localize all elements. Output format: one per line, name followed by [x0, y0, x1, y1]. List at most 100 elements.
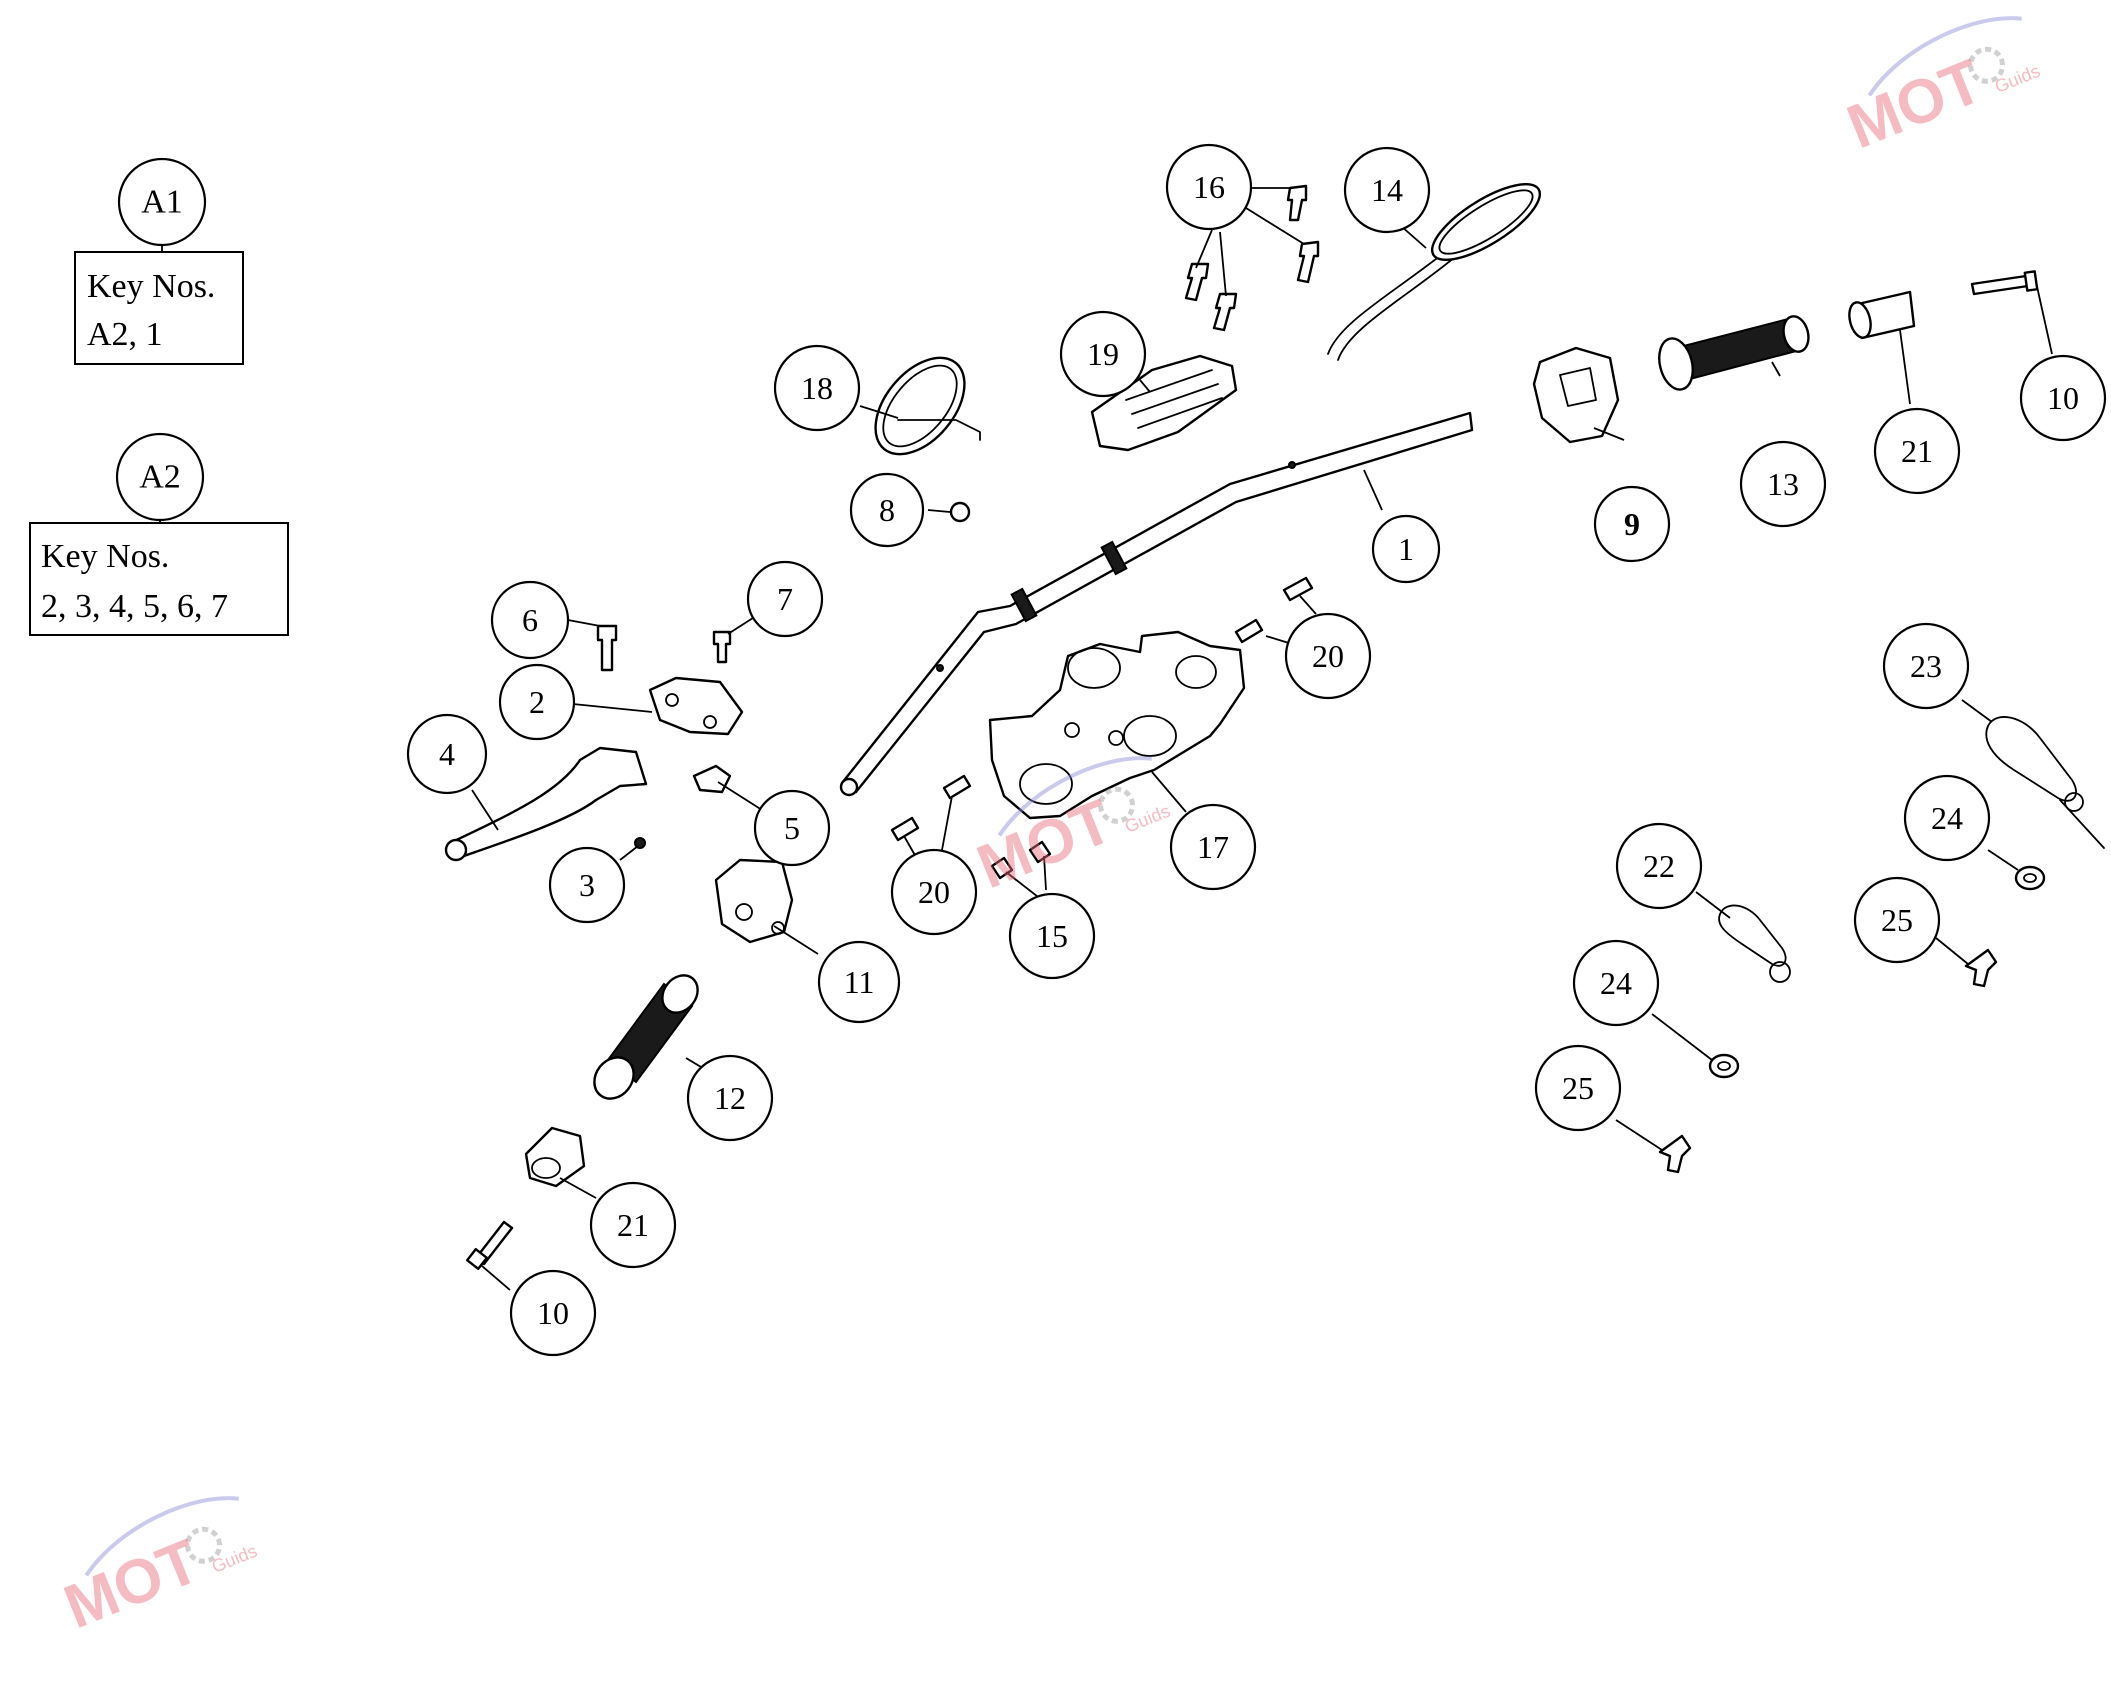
- callout-10-lower: 10: [509, 1269, 597, 1357]
- svg-text:3: 3: [579, 867, 595, 903]
- callout-25-upper: 25: [1853, 876, 1941, 964]
- svg-text:17: 17: [1197, 829, 1229, 865]
- part-switch-5: [692, 764, 732, 794]
- callout-a1: A1: [117, 157, 207, 247]
- callout-16: 16: [1165, 143, 1253, 231]
- callout-a2: A2: [115, 432, 205, 522]
- svg-text:18: 18: [801, 370, 833, 406]
- part-washer-24-upper: [2014, 865, 2046, 891]
- callout-4: 4: [406, 713, 488, 795]
- svg-text:24: 24: [1931, 800, 1963, 836]
- part-screw-7: [712, 630, 732, 664]
- svg-text:11: 11: [844, 964, 875, 1000]
- svg-text:15: 15: [1036, 918, 1068, 954]
- part-triple-clamp-17: [988, 630, 1246, 820]
- callout-2: 2: [498, 663, 576, 741]
- part-nut-8: [949, 501, 971, 523]
- svg-text:14: 14: [1371, 172, 1403, 208]
- part-bar-end-21-upper: [1848, 290, 1916, 340]
- part-bolt-10-lower: [465, 1220, 514, 1271]
- callout-12: 12: [686, 1054, 774, 1142]
- callout-5: 5: [753, 789, 831, 867]
- svg-text:7: 7: [777, 581, 793, 617]
- svg-text:Guids: Guids: [1992, 61, 2043, 97]
- part-washer-24-lower: [1708, 1053, 1740, 1079]
- svg-text:22: 22: [1643, 848, 1675, 884]
- svg-text:5: 5: [784, 810, 800, 846]
- svg-text:6: 6: [522, 602, 538, 638]
- callout-7: 7: [746, 560, 824, 638]
- callout-19: 19: [1059, 310, 1147, 398]
- callout-1: 1: [1371, 514, 1441, 584]
- svg-text:1: 1: [1398, 531, 1414, 567]
- svg-text:25: 25: [1881, 902, 1913, 938]
- svg-text:MOT: MOT: [1838, 47, 1992, 163]
- part-mirror-14: [1327, 183, 1542, 361]
- svg-text:16: 16: [1193, 169, 1225, 205]
- callout-24-lower: 24: [1572, 939, 1660, 1027]
- callout-20-lower: 20: [890, 848, 978, 936]
- svg-text:2: 2: [529, 684, 545, 720]
- part-bolts-20-upper: [1234, 576, 1314, 644]
- part-bolt-6: [596, 624, 618, 672]
- svg-text:A1: A1: [141, 184, 183, 221]
- part-lever-4: [444, 746, 648, 862]
- callout-22: 22: [1615, 822, 1703, 910]
- part-bolt-25-lower: [1658, 1134, 1692, 1174]
- svg-text:9: 9: [1624, 506, 1640, 542]
- svg-text:MOT: MOT: [55, 1527, 209, 1643]
- svg-text:21: 21: [617, 1207, 649, 1243]
- key-box-a1-title: Key Nos.: [87, 268, 215, 305]
- leader-lines: [471, 187, 2053, 1291]
- svg-text:4: 4: [439, 736, 455, 772]
- callout-18: 18: [773, 344, 861, 432]
- watermark-logo-bottom-left: MOT Guids: [55, 1496, 260, 1643]
- svg-text:23: 23: [1910, 648, 1942, 684]
- part-hook-22: [1718, 904, 1791, 983]
- callout-23: 23: [1882, 622, 1970, 710]
- key-box-a2-title: Key Nos.: [41, 538, 169, 575]
- svg-text:Guids: Guids: [1122, 801, 1173, 837]
- part-grip-13: [1658, 315, 1810, 391]
- callout-11: 11: [817, 940, 901, 1024]
- part-hook-23: [1985, 716, 2105, 849]
- part-handlebar: [839, 411, 1474, 797]
- part-mirror-18: [874, 356, 981, 456]
- svg-text:25: 25: [1562, 1070, 1594, 1106]
- key-box-a1: A1 Key Nos. A2, 1: [74, 157, 244, 365]
- svg-text:20: 20: [1312, 638, 1344, 674]
- key-box-a2: A2 Key Nos. 2, 3, 4, 5, 6, 7: [29, 432, 289, 636]
- callout-20-upper: 20: [1284, 612, 1372, 700]
- callout-21-lower: 21: [589, 1181, 677, 1269]
- svg-text:8: 8: [879, 492, 895, 528]
- callout-21-upper: 21: [1873, 407, 1961, 495]
- watermark-logo-top-right: MOT Guids: [1838, 16, 2043, 163]
- callout-25-lower: 25: [1534, 1044, 1622, 1132]
- key-box-a1-items: A2, 1: [87, 316, 163, 353]
- callout-24-upper: 24: [1903, 774, 1991, 862]
- svg-text:13: 13: [1767, 466, 1799, 502]
- svg-text:24: 24: [1600, 965, 1632, 1001]
- callout-9: 9: [1593, 485, 1671, 563]
- callout-17: 17: [1169, 803, 1257, 891]
- part-bolts-16: [1184, 184, 1320, 332]
- part-bolts-20-lower: [890, 774, 972, 842]
- callout-6: 6: [490, 580, 570, 660]
- callout-8: 8: [849, 472, 925, 548]
- svg-text:21: 21: [1901, 433, 1933, 469]
- part-bolt-25-upper: [1964, 948, 1998, 988]
- callout-10-upper: 10: [2019, 354, 2107, 442]
- part-switch-housing-9: [1532, 346, 1620, 444]
- callout-14: 14: [1343, 146, 1431, 234]
- callout-3: 3: [548, 846, 626, 924]
- callout-13: 13: [1739, 440, 1827, 528]
- svg-text:20: 20: [918, 874, 950, 910]
- svg-text:A2: A2: [139, 459, 181, 496]
- part-clamp-2: [648, 676, 744, 736]
- part-bolt-10-upper: [1970, 270, 2039, 296]
- svg-text:Guids: Guids: [209, 1541, 260, 1577]
- key-box-a2-items: 2, 3, 4, 5, 6, 7: [41, 588, 228, 625]
- part-switch-housing-11: [714, 858, 794, 944]
- svg-text:10: 10: [537, 1295, 569, 1331]
